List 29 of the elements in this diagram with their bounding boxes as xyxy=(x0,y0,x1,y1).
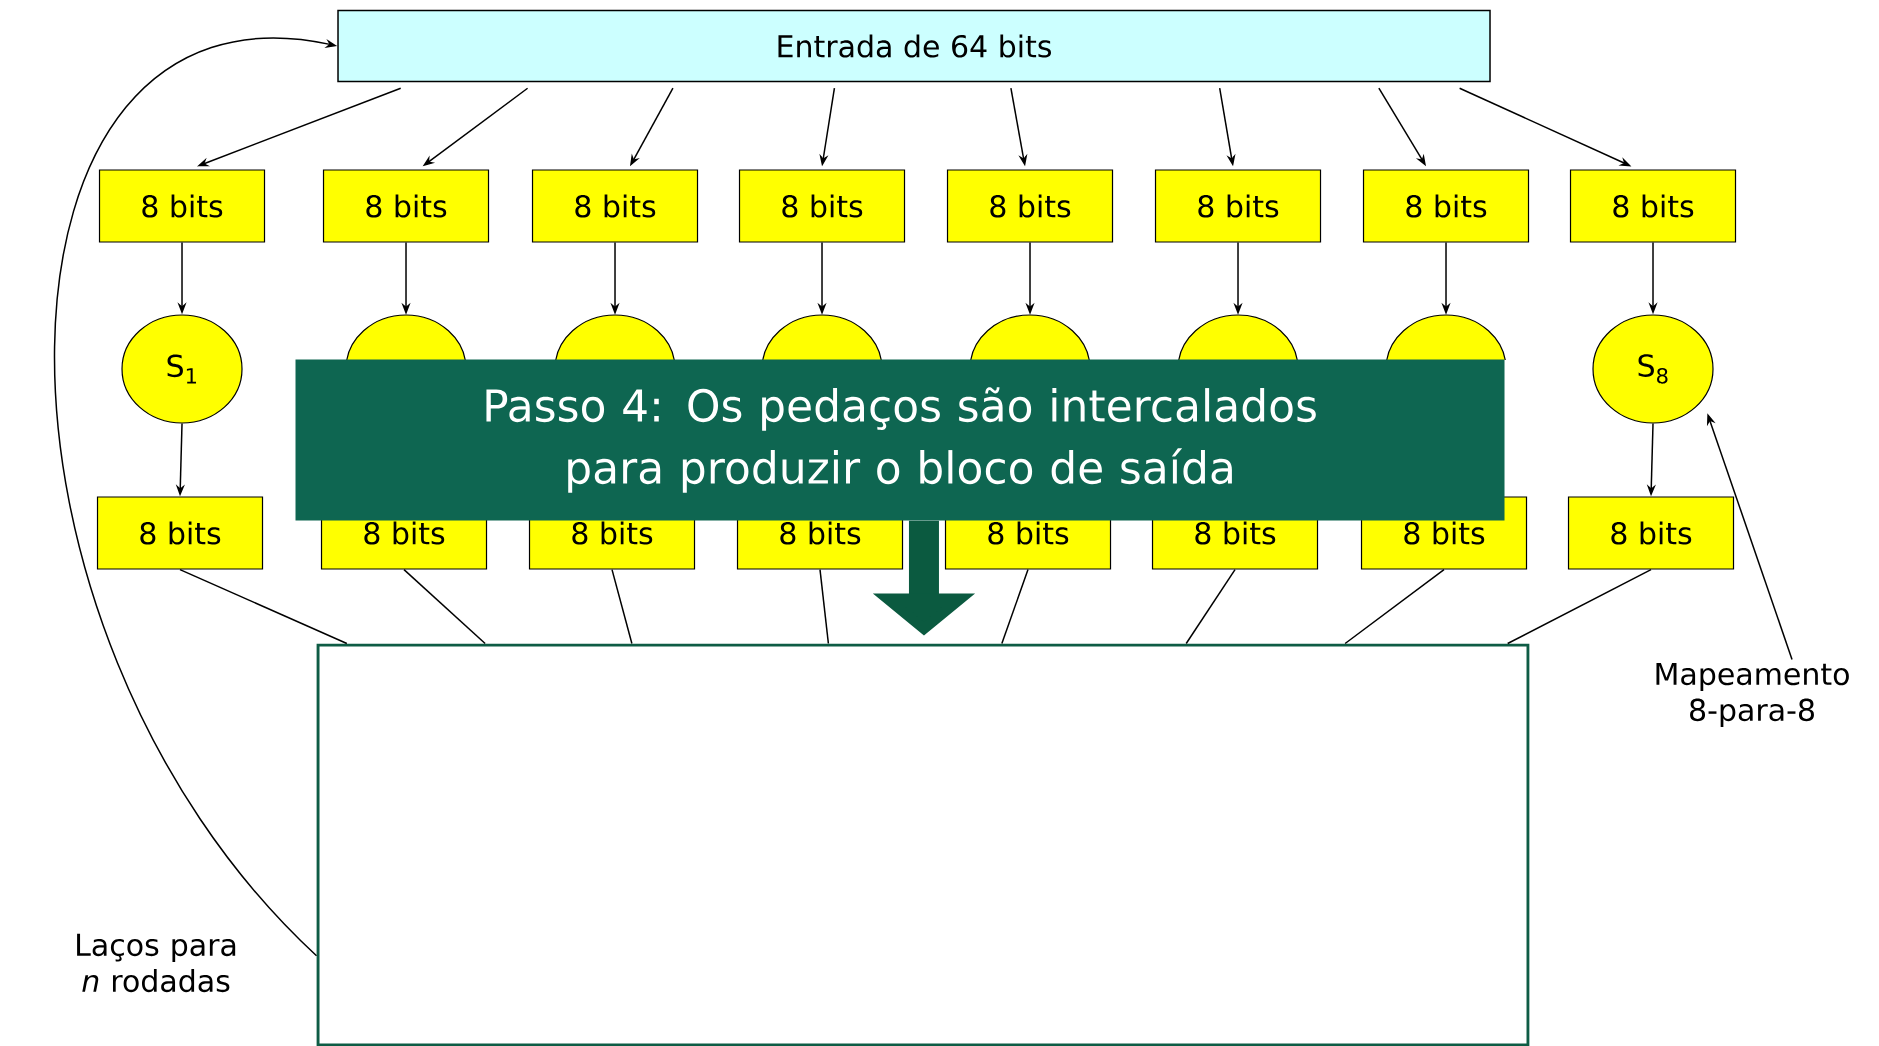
sbox-ellipse-top xyxy=(1177,314,1299,360)
bits-box: 8 bits xyxy=(946,169,1114,243)
sbox-ellipse-top xyxy=(345,314,467,360)
bits-box: 8 bits xyxy=(98,169,266,243)
mapping-label: Mapeamento 8-para-8 xyxy=(1656,662,1849,728)
connector-line xyxy=(179,568,348,645)
output-block-box xyxy=(316,643,1530,1046)
connector-line xyxy=(1185,568,1236,645)
rounds-label: Laços para n rodadas xyxy=(77,933,236,993)
bits-box: 8 bits xyxy=(738,169,906,243)
bits-box: 8 bits xyxy=(322,169,490,243)
sbox-ellipse-top xyxy=(761,314,883,360)
connector-line xyxy=(1506,568,1652,645)
bits-box: 8 bits xyxy=(531,169,699,243)
sbox-ellipse-top xyxy=(969,314,1091,360)
sbox-ellipse-top xyxy=(1385,314,1507,360)
connector-line xyxy=(1001,568,1029,645)
connector-line xyxy=(1344,568,1445,645)
bits-box: 8 bits xyxy=(1362,169,1530,243)
step-banner: Passo 4: Os pedaços são intercalados para produzir o bloco de saída xyxy=(295,359,1505,521)
sbox-ellipse-top xyxy=(554,314,676,360)
connector-line xyxy=(819,568,830,645)
connector-line xyxy=(611,568,633,645)
bits-box: 8 bits xyxy=(1154,169,1322,243)
input-box: Entrada de 64 bits xyxy=(337,9,1491,83)
connector-line xyxy=(403,568,486,645)
bits-box: 8 bits xyxy=(96,496,264,570)
bits-box: 8 bits xyxy=(1567,496,1735,570)
bits-box: 8 bits xyxy=(1569,169,1737,243)
